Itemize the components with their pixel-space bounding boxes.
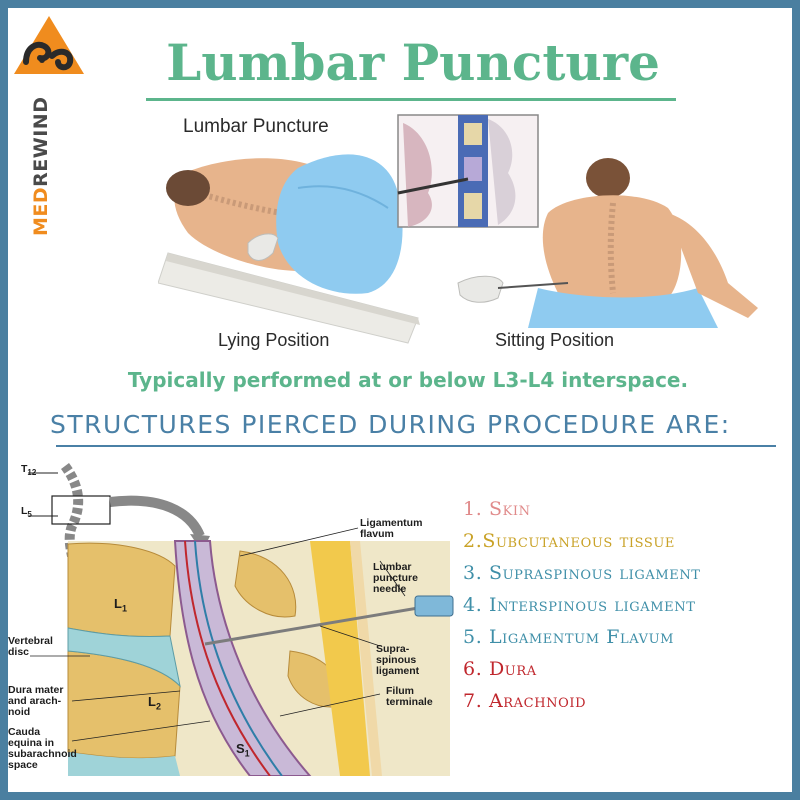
structures-list: 1. Skin 2.Subcutaneous tissue 3. Suprasp… — [463, 498, 792, 728]
label-l5: L5 — [21, 505, 32, 520]
label-dura: Dura mater and arach- noid — [8, 684, 64, 718]
label-ligamentum-flavum: Ligamentum flavum — [360, 517, 423, 540]
structure-item-7: 7. Arachnoid — [463, 690, 587, 712]
structure-item-3: 3. Supraspinous ligament — [463, 562, 701, 584]
sitting-position-illustration — [457, 158, 758, 328]
lying-position-label: Lying Position — [218, 330, 330, 350]
poster-panel: MEDREWIND Lumbar Puncture — [8, 8, 792, 792]
label-vertebral-disc: Vertebral disc — [8, 635, 53, 658]
title-underline — [146, 98, 676, 101]
structure-item-4: 4. Interspinous ligament — [463, 594, 696, 616]
label-lumbar-needle: Lumbar puncture needle — [373, 561, 418, 595]
logo-wordmark: MEDREWIND — [30, 76, 54, 236]
interspace-note: Typically performed at or below L3-L4 in… — [127, 368, 689, 392]
lumbar-puncture-procedure-illustration — [158, 114, 758, 344]
logo-med-text: MED — [30, 186, 52, 236]
lying-position-illustration — [158, 154, 420, 344]
structure-item-1: 1. Skin — [463, 498, 531, 520]
spine-inset-illustration — [397, 114, 539, 228]
label-supraspinous: Supra- spinous ligament — [376, 643, 420, 677]
spinal-anatomy-illustration — [28, 463, 454, 776]
structure-item-5: 5. Ligamentum Flavum — [463, 626, 675, 648]
lumbar-cross-section — [30, 527, 454, 776]
sitting-position-label: Sitting Position — [495, 330, 615, 350]
label-l1: L1 — [114, 596, 127, 614]
procedure-figure-caption: Lumbar Puncture — [183, 116, 329, 137]
medrewind-logo — [14, 16, 84, 74]
label-t12: T12 — [21, 463, 37, 478]
logo-triangle — [14, 16, 84, 74]
heading-underline — [56, 445, 776, 447]
structure-item-6: 6. Dura — [463, 658, 537, 680]
label-l2: L2 — [148, 694, 161, 712]
structures-heading: STRUCTURES PIERCED DURING PROCEDURE ARE: — [50, 410, 731, 439]
label-s1: S1 — [236, 741, 250, 759]
label-filum: Filum terminale — [386, 685, 433, 708]
logo-rewind-text: REWIND — [30, 96, 52, 187]
structure-item-2: 2.Subcutaneous tissue — [463, 530, 676, 552]
page-title: Lumbar Puncture — [166, 33, 660, 92]
label-cauda: Cauda equina in subarachnoid space — [8, 726, 77, 771]
